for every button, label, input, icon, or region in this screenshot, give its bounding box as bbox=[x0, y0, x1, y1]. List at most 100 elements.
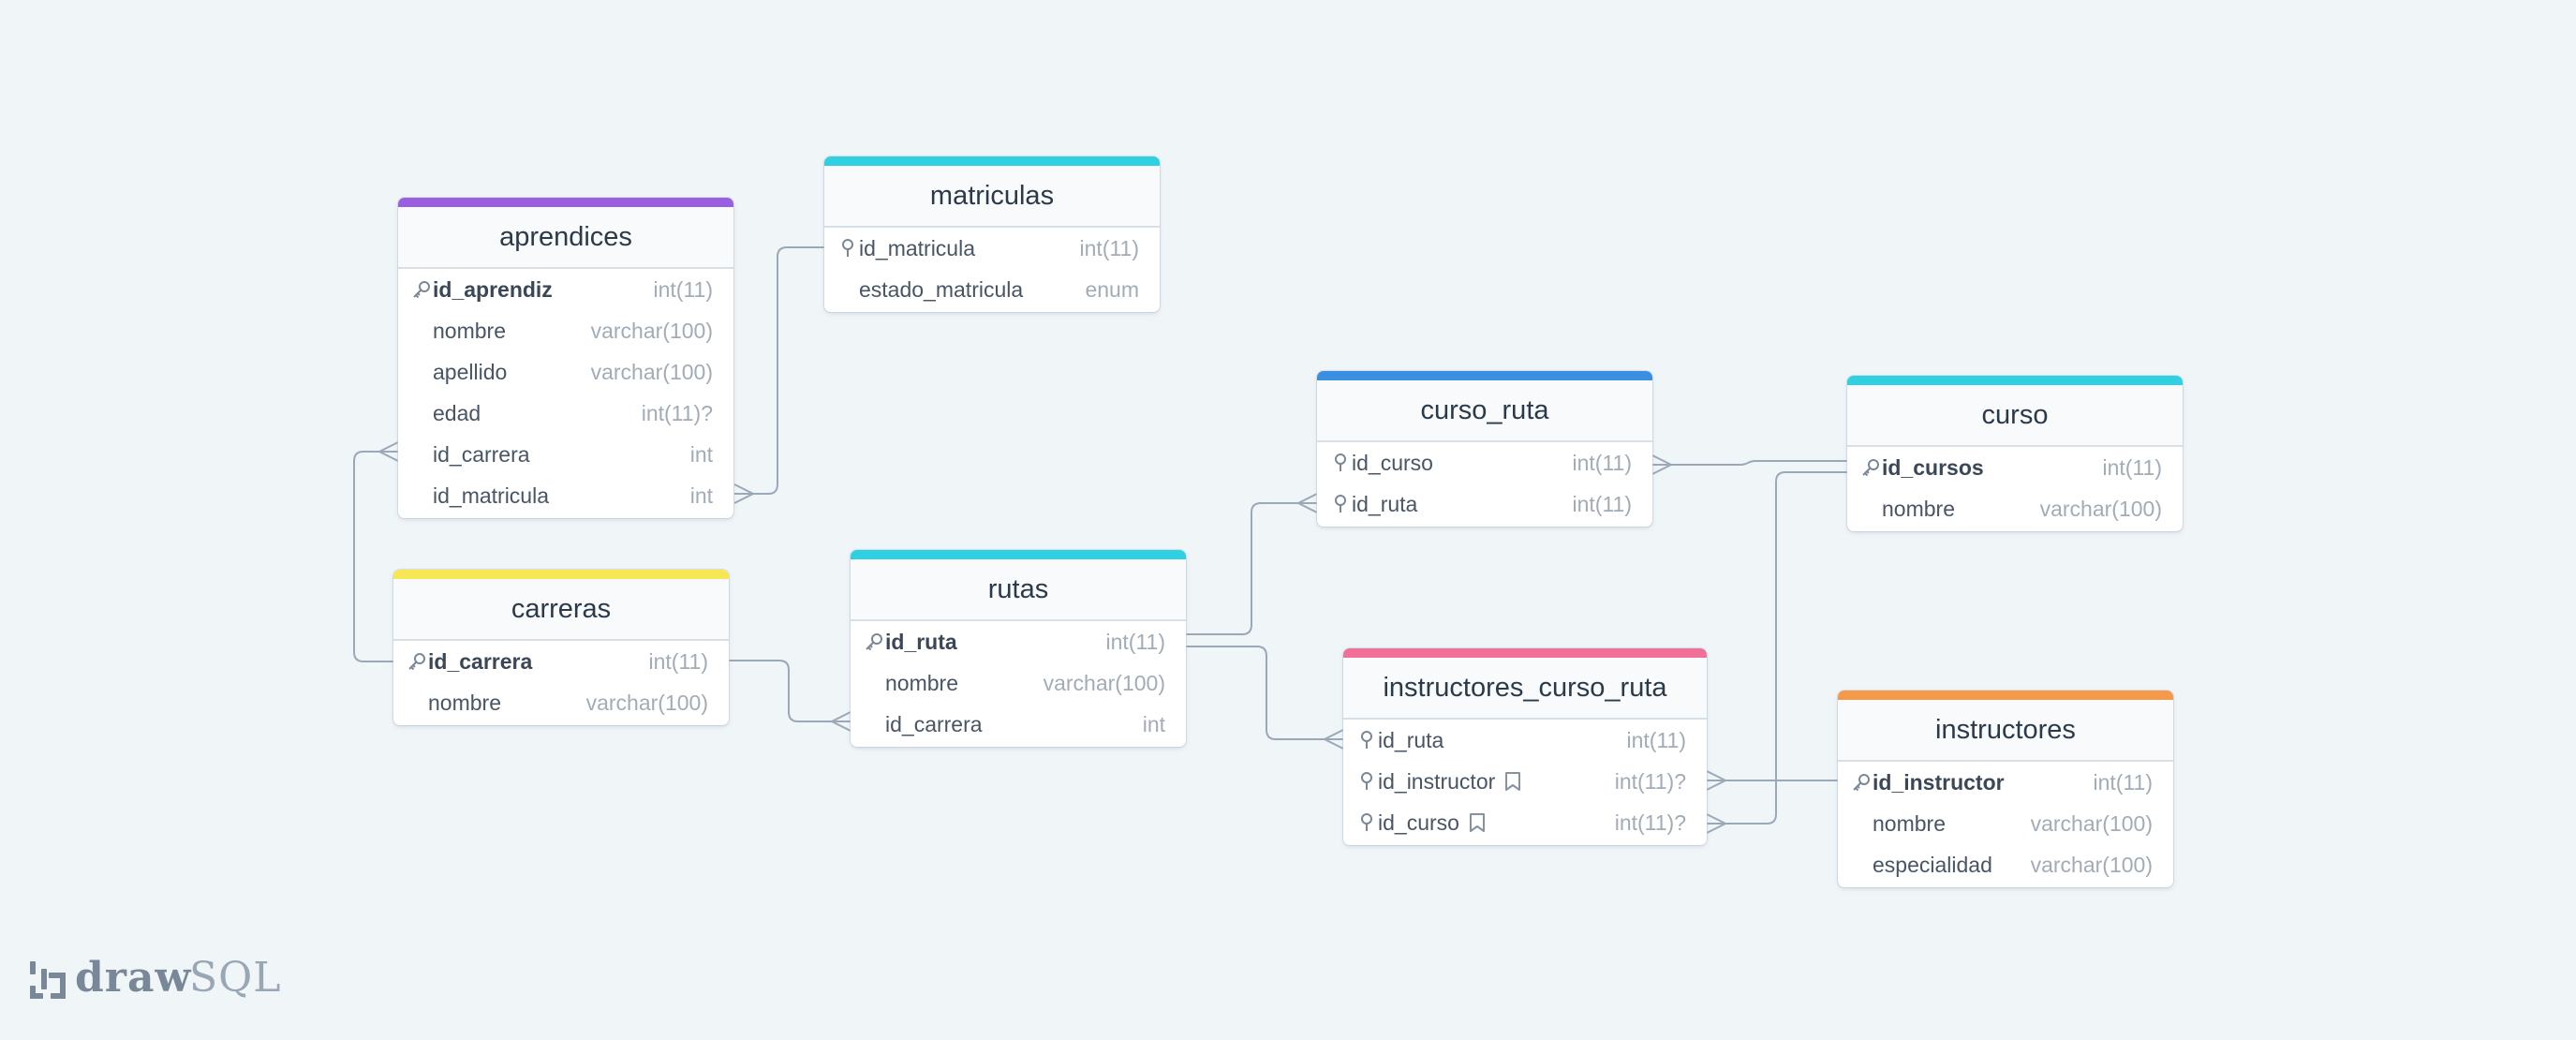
column-type: int bbox=[689, 483, 713, 508]
column-name: id_ruta bbox=[1378, 728, 1444, 752]
drawsql-logo-icon bbox=[30, 961, 66, 999]
column-row[interactable]: id_carrera int bbox=[851, 704, 1186, 745]
relation-aprendices-carreras[interactable] bbox=[353, 441, 399, 662]
column-row[interactable]: id_matricula int(11) bbox=[824, 228, 1160, 269]
column-row[interactable]: id_instructor int(11) bbox=[1838, 762, 2173, 803]
column-name: id_carrera bbox=[885, 712, 983, 736]
column-name: id_instructor bbox=[1873, 770, 2005, 795]
column-type: int(11) bbox=[1572, 451, 1633, 475]
table-title[interactable]: curso_ruta bbox=[1317, 380, 1652, 442]
column-type: int(11)? bbox=[641, 401, 713, 425]
column-name: id_matricula bbox=[859, 236, 975, 260]
table-color-bar bbox=[1343, 648, 1707, 658]
drawsql-wordmark-sql: SQL bbox=[189, 954, 282, 1002]
relation-instructores-instructores-curso-ruta[interactable] bbox=[1706, 770, 1838, 791]
relation-carreras-rutas[interactable] bbox=[729, 660, 851, 732]
table-color-bar bbox=[824, 156, 1160, 166]
column-name: id_curso bbox=[1352, 451, 1433, 475]
table-title[interactable]: aprendices bbox=[398, 207, 733, 269]
column-type: int(11) bbox=[2093, 770, 2154, 795]
column-row[interactable]: id_matricula int bbox=[398, 475, 733, 516]
table-matriculas[interactable]: matriculas id_matricula int(11) estado_matr… bbox=[824, 156, 1160, 312]
column-row[interactable]: id_ruta int(11) bbox=[1343, 720, 1707, 761]
table-title[interactable]: curso bbox=[1847, 385, 2183, 447]
column-type: int(11)? bbox=[1614, 769, 1686, 794]
column-name: nombre bbox=[885, 671, 958, 695]
column-type: int(11) bbox=[648, 649, 709, 674]
column-type: int bbox=[689, 442, 713, 467]
column-name: id_ruta bbox=[885, 630, 957, 654]
relation-aprendices-matriculas[interactable] bbox=[733, 246, 824, 504]
column-name: nombre bbox=[1882, 497, 1955, 521]
column-type: int bbox=[1142, 712, 1165, 736]
column-type: int(11) bbox=[653, 277, 714, 302]
table-title[interactable]: rutas bbox=[851, 559, 1186, 621]
primary-key-icon bbox=[411, 269, 432, 310]
column-type: int(11) bbox=[2102, 455, 2163, 480]
relation-rutas-curso-ruta[interactable] bbox=[1186, 493, 1318, 635]
column-name: apellido bbox=[433, 360, 508, 384]
column-row[interactable]: id_instructor int(11)? bbox=[1343, 761, 1707, 802]
column-name: id_curso bbox=[1378, 810, 1459, 835]
column-row[interactable]: id_carrera int(11) bbox=[393, 641, 729, 682]
foreign-key-icon bbox=[1356, 720, 1377, 761]
column-row[interactable]: id_curso int(11) bbox=[1317, 442, 1652, 483]
relation-curso-curso-ruta[interactable] bbox=[1651, 454, 1847, 475]
column-name: id_cursos bbox=[1882, 455, 1984, 480]
column-type: varchar(100) bbox=[2030, 811, 2153, 836]
column-type: int(11) bbox=[1572, 492, 1633, 516]
index-icon bbox=[1469, 812, 1485, 832]
column-row[interactable]: id_aprendiz int(11) bbox=[398, 269, 733, 310]
primary-key-icon bbox=[407, 641, 427, 682]
table-title[interactable]: carreras bbox=[393, 579, 729, 641]
column-type: int(11) bbox=[1079, 236, 1140, 260]
column-row[interactable]: estado_matricula enum bbox=[824, 269, 1160, 310]
foreign-key-icon bbox=[837, 228, 858, 269]
column-type: int(11) bbox=[1626, 728, 1687, 752]
column-name: id_instructor bbox=[1378, 769, 1496, 794]
table-color-bar bbox=[1847, 376, 2183, 385]
column-name: id_carrera bbox=[428, 649, 533, 674]
table-color-bar bbox=[851, 550, 1186, 559]
column-row[interactable]: id_curso int(11)? bbox=[1343, 802, 1707, 843]
foreign-key-icon bbox=[1356, 802, 1377, 843]
column-name: nombre bbox=[428, 691, 501, 715]
column-row[interactable]: nombre varchar(100) bbox=[851, 662, 1186, 704]
table-title[interactable]: instructores bbox=[1838, 700, 2173, 762]
relation-rutas-instructores-curso-ruta[interactable] bbox=[1186, 646, 1344, 750]
column-type: int(11)? bbox=[1614, 810, 1686, 835]
table-color-bar bbox=[393, 570, 729, 579]
column-row[interactable]: id_cursos int(11) bbox=[1847, 447, 2183, 488]
column-row[interactable]: id_carrera int bbox=[398, 434, 733, 475]
column-name: estado_matricula bbox=[859, 277, 1024, 302]
column-name: id_matricula bbox=[433, 483, 549, 508]
relation-curso-instructores-curso-ruta[interactable] bbox=[1706, 471, 1847, 834]
table-color-bar bbox=[1838, 691, 2173, 700]
table-title[interactable]: instructores_curso_ruta bbox=[1343, 658, 1707, 720]
column-name: id_carrera bbox=[433, 442, 530, 467]
column-name: id_aprendiz bbox=[433, 277, 553, 302]
primary-key-icon bbox=[1851, 762, 1872, 803]
column-type: varchar(100) bbox=[1043, 671, 1165, 695]
primary-key-icon bbox=[864, 621, 884, 662]
column-name: nombre bbox=[433, 319, 506, 343]
table-color-bar bbox=[1317, 371, 1652, 380]
column-type: enum bbox=[1085, 277, 1139, 302]
table-title[interactable]: matriculas bbox=[824, 166, 1160, 228]
